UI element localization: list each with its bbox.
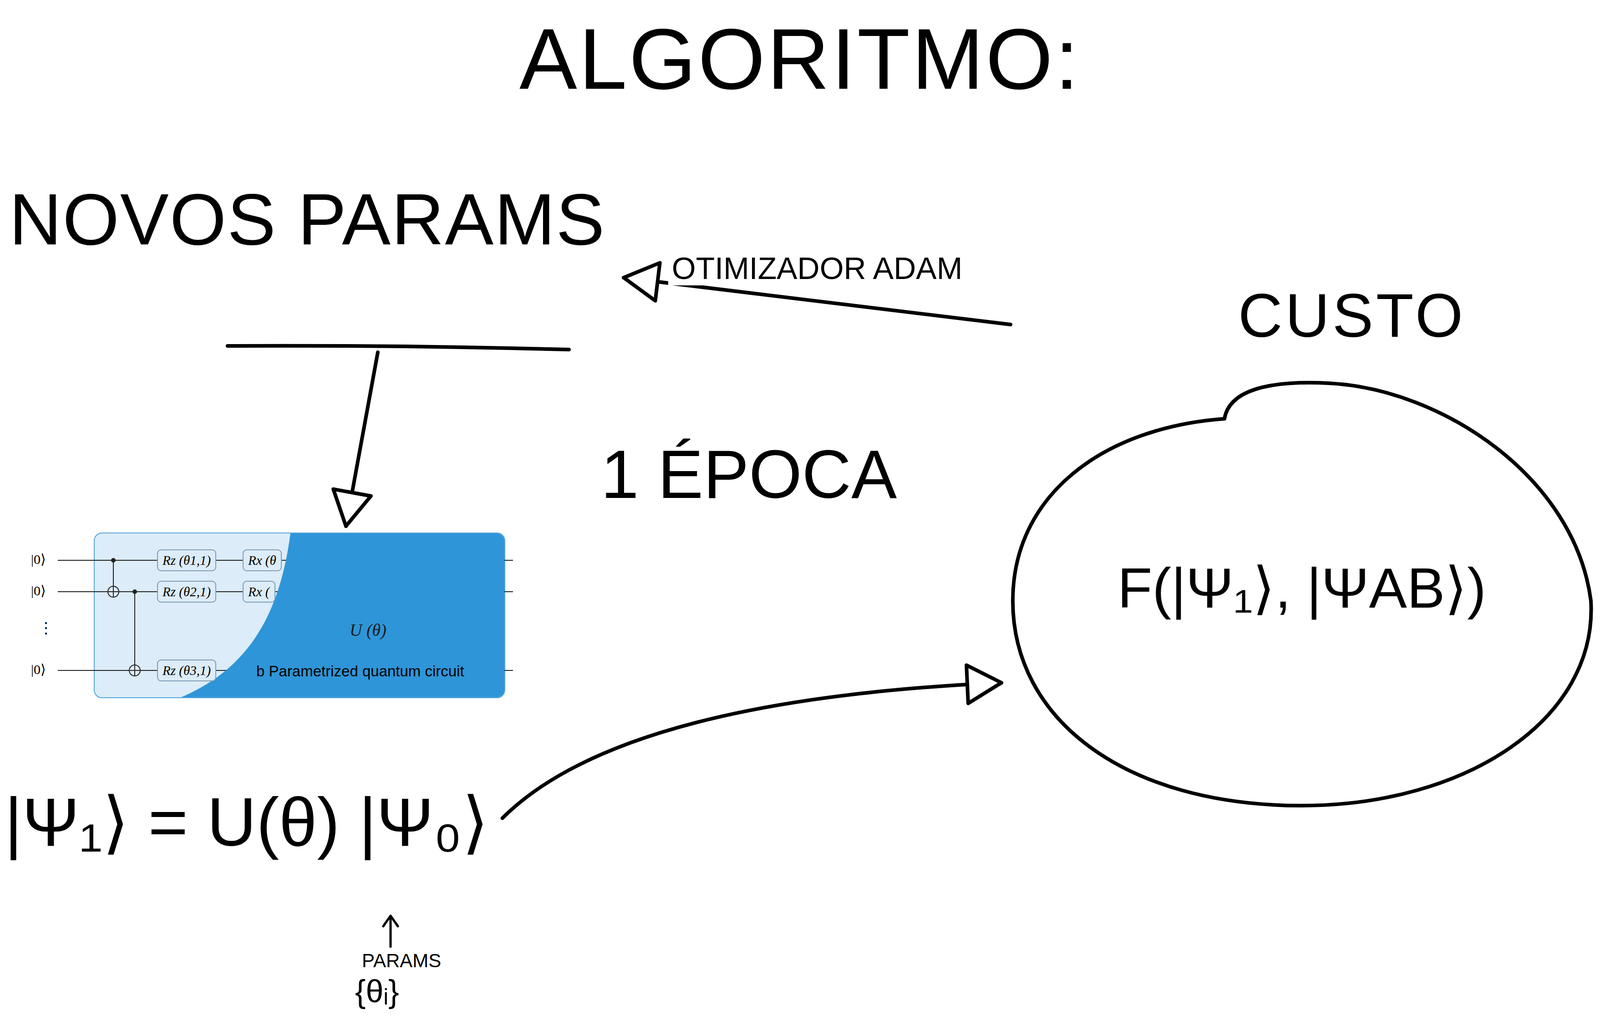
epoch-note: 1 ÉPOCA — [600, 436, 897, 513]
control-dot — [132, 589, 138, 595]
qubit-label: |0⟩ — [30, 661, 46, 678]
arrow-head — [333, 489, 371, 527]
underline — [227, 345, 569, 350]
panel-caption: b Parametrized quantum circuit — [256, 663, 465, 680]
edge-label: OTIMIZADOR ADAM — [668, 251, 966, 286]
gate-label: Rx (θ — [248, 551, 277, 570]
state-equation: |Ψ₁⟩ = U(θ) |Ψ₀⟩ — [4, 782, 489, 862]
param-set: {θᵢ} — [355, 974, 400, 1010]
connector — [333, 352, 378, 527]
ellipsis: ⋮ — [38, 619, 54, 638]
pointer-head — [383, 915, 398, 927]
gate-label: Rz (θ3,1) — [162, 661, 211, 680]
cost-heading: CUSTO — [1238, 282, 1466, 351]
gate-box: Rz (θ1,1) — [157, 549, 217, 572]
pointer-line — [389, 917, 392, 947]
dark-fill — [181, 533, 505, 698]
gate-box: Rx (θ — [242, 549, 282, 572]
target-cross — [134, 665, 136, 676]
qubit-label: |0⟩ — [30, 582, 46, 600]
cost-formula: F(|Ψ₁⟩, |ΨAB⟩) — [1010, 555, 1594, 621]
circuit-panel: U (θ) b Parametrized quantum circuit Rz (θ… — [93, 532, 506, 699]
gate-label: Rx ( — [248, 582, 270, 601]
diagram-title: ALGORITMO: — [0, 9, 1600, 109]
target-cross — [112, 586, 114, 598]
heading-text: NOVOS PARAMS — [9, 177, 606, 262]
gate-label: Rz (θ2,1) — [162, 582, 211, 601]
equation-text: |Ψ₁⟩ = U(θ) |Ψ₀⟩ — [4, 782, 489, 862]
qubit-label: |0⟩ — [30, 551, 46, 568]
gate-box: Rz (θ3,1) — [157, 659, 217, 682]
operator-label: U (θ) — [349, 620, 387, 640]
connector — [502, 665, 1002, 818]
gate-box: Rz (θ2,1) — [157, 580, 217, 603]
control-dot — [111, 558, 116, 563]
arrow-head — [623, 262, 661, 301]
gate-box: Rx ( — [242, 580, 276, 603]
arrow-head — [966, 665, 1002, 704]
cloud-outline — [1010, 282, 1594, 811]
target-circle — [107, 586, 119, 598]
param-note: PARAMS — [361, 950, 442, 972]
cnot-link — [134, 591, 136, 671]
params-heading: NOVOS PARAMS — [9, 177, 606, 346]
target-circle — [129, 665, 141, 676]
connector-line — [502, 682, 1002, 819]
gate-label: Rz (θ1,1) — [162, 551, 211, 570]
cost-cloud: CUSTO F(|Ψ₁⟩, |ΨAB⟩) — [1010, 282, 1594, 811]
